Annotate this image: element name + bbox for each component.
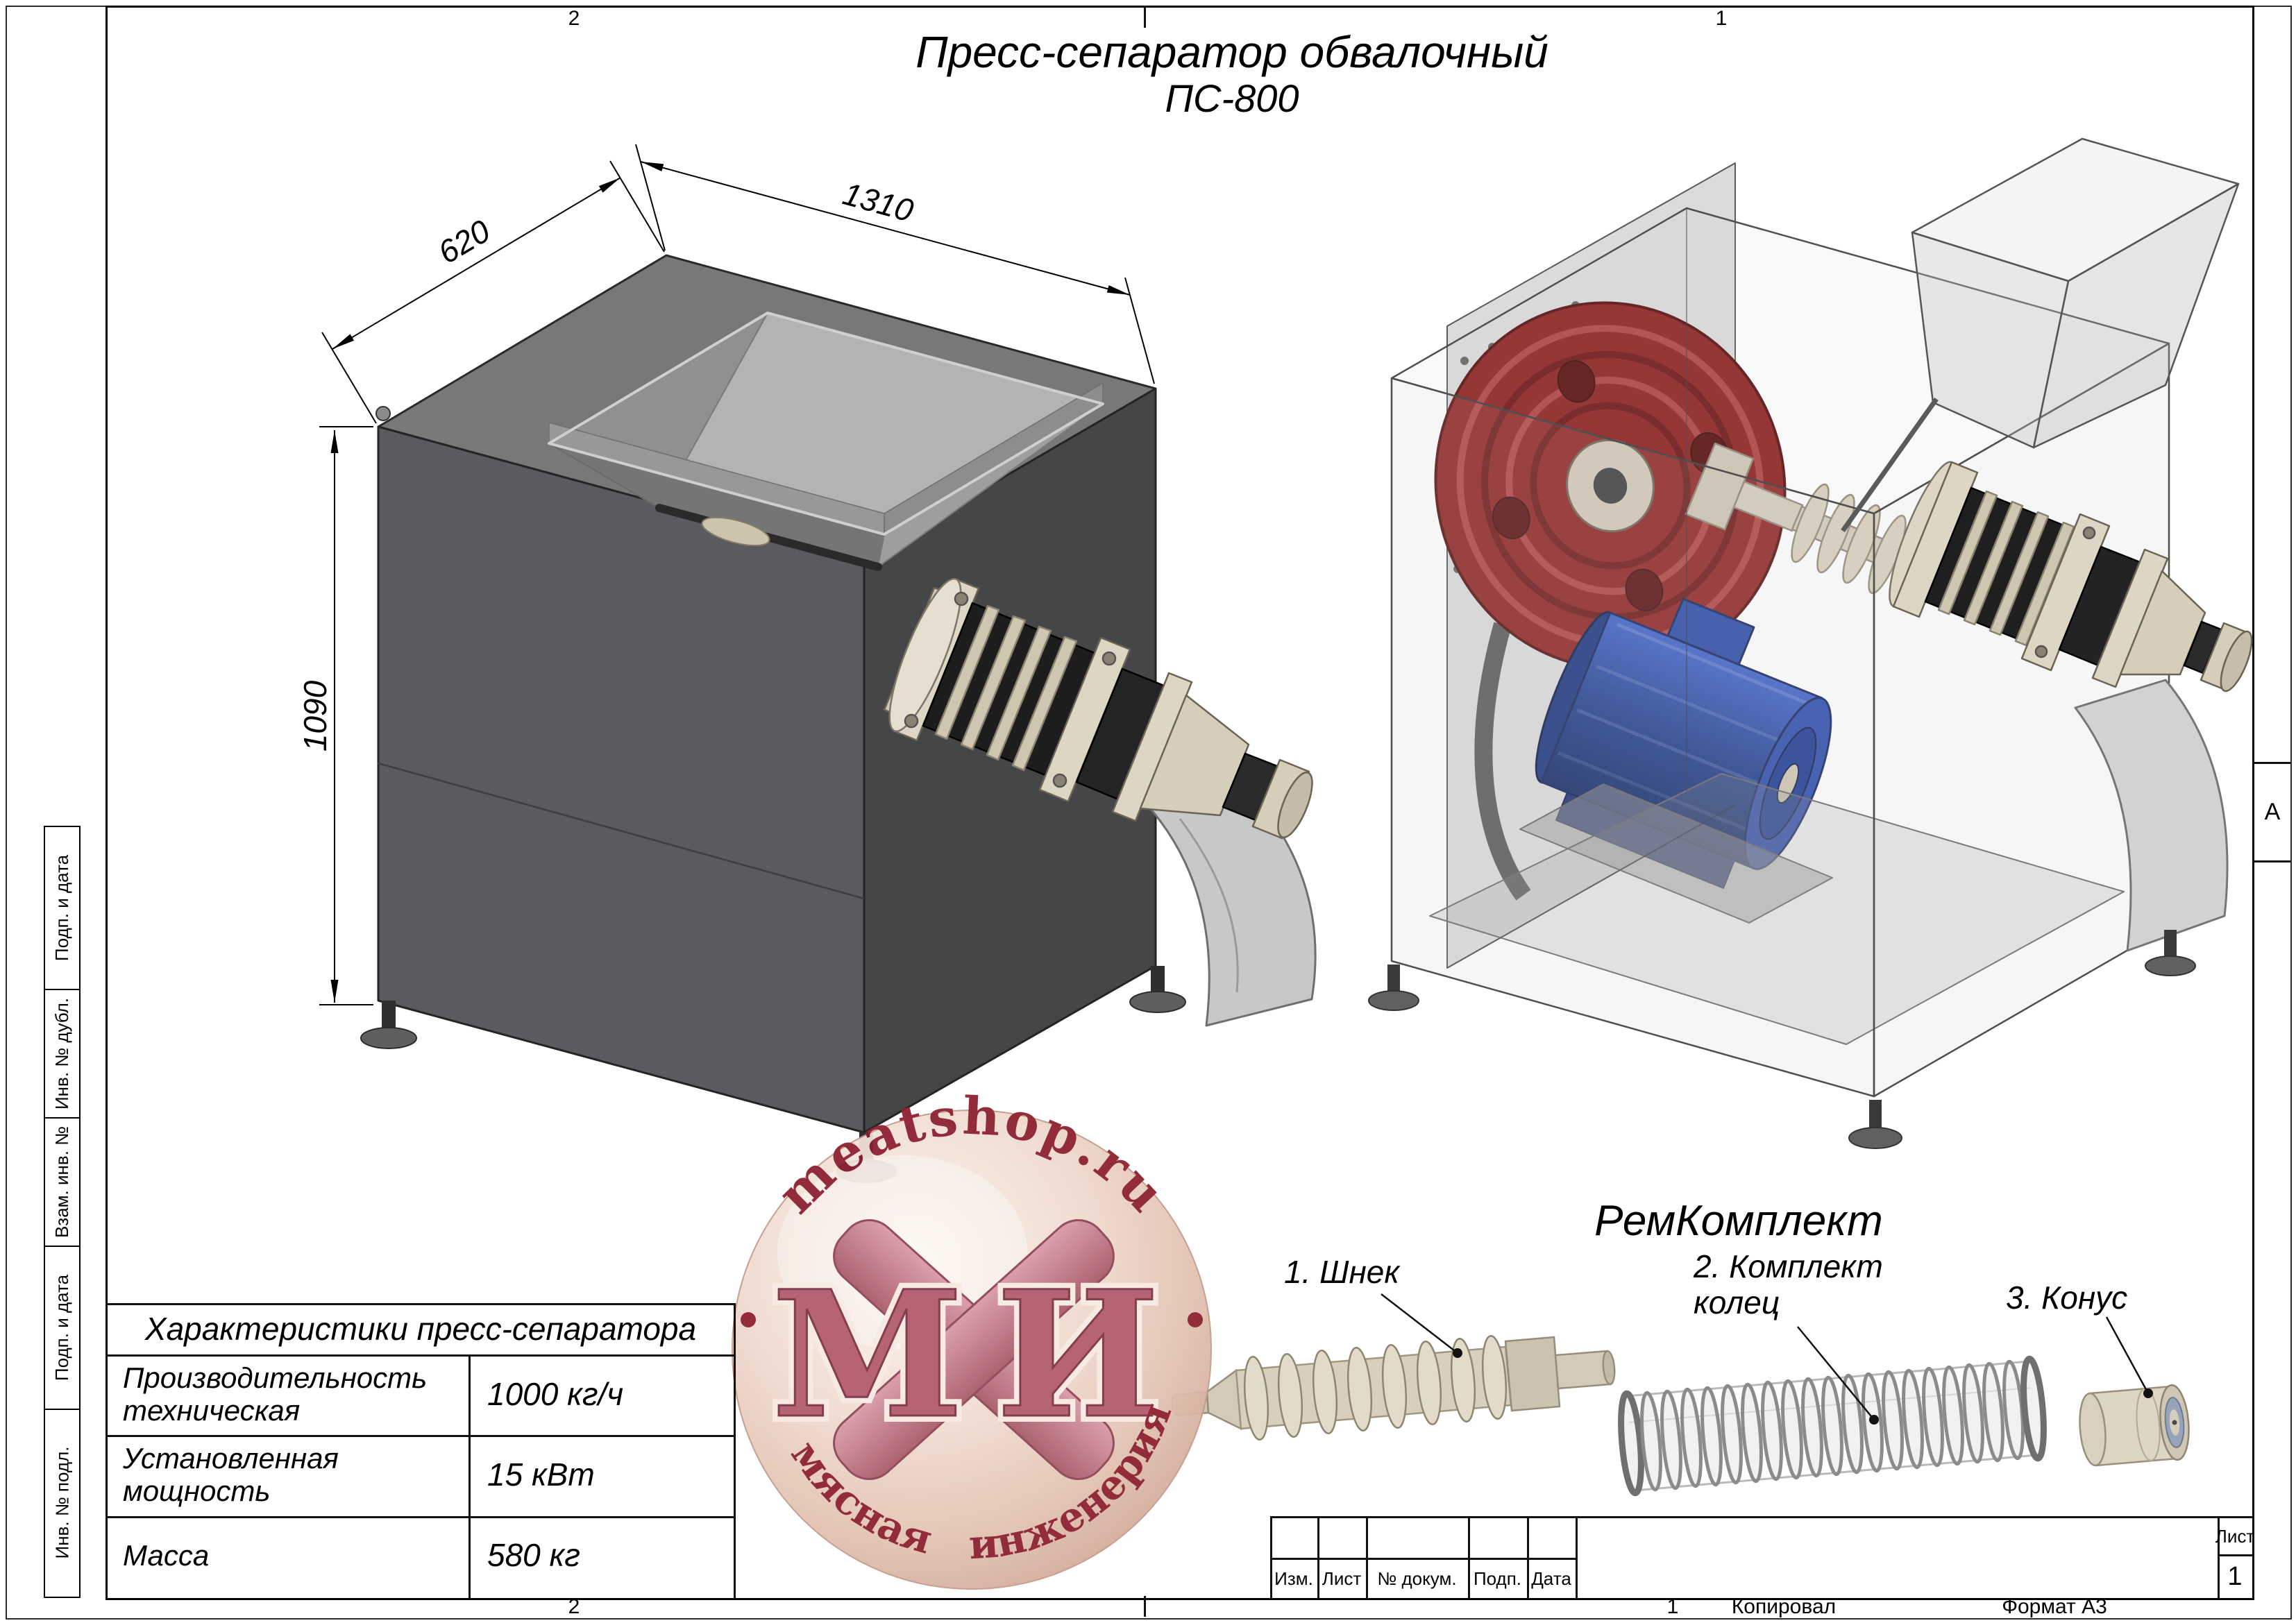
zone-label-top-right: 1 xyxy=(1715,7,1728,31)
auger-part xyxy=(1171,1334,1616,1441)
filing-cell: Инв. № дубл. xyxy=(45,990,79,1119)
row-marker-a: A xyxy=(2264,798,2281,825)
spec-table-title: Характеристики пресс-сепаратора xyxy=(144,1311,697,1348)
title-block-sheet-number: 1 xyxy=(2227,1562,2243,1592)
zone-label-bottom-right: 1 xyxy=(1666,1595,1679,1619)
title-block-line xyxy=(1317,1516,1319,1598)
title-block-line xyxy=(1576,1516,1578,1598)
drive-belt xyxy=(1474,622,1531,901)
spec-row-name: Масса xyxy=(123,1539,210,1572)
left-machine-view xyxy=(360,254,1317,1183)
spec-table-line xyxy=(105,1516,736,1518)
drawing-title-line1: Пресс-сепаратор обвалочный xyxy=(915,27,1548,78)
extruder-head xyxy=(883,577,1313,840)
dimension-lines xyxy=(319,144,1155,1005)
filing-cell: Подп. и дата xyxy=(45,827,79,990)
watermark-dot-left xyxy=(741,1312,756,1327)
spec-row-value: 15 кВт xyxy=(487,1456,595,1493)
watermark-letter-i: И xyxy=(996,1252,1160,1456)
extruder-head-right xyxy=(1889,461,2253,692)
zone-label-top-left: 2 xyxy=(568,7,580,31)
title-block: Изм. Лист № докум. Подп. Дата Лист 1 xyxy=(1270,1516,2255,1598)
machine-feet-right xyxy=(1368,930,2196,1149)
spec-table: Характеристики пресс-сепаратора Производ… xyxy=(105,1303,736,1598)
right-machine-view xyxy=(1368,137,2253,1149)
footer-format: Формат А3 xyxy=(2002,1595,2107,1619)
spec-row-name: Производительность техническая xyxy=(123,1361,428,1427)
hopper-auger-hint xyxy=(701,516,770,547)
watermark-dot-right xyxy=(1188,1312,1203,1327)
title-block-line xyxy=(1270,1516,2252,1518)
part-label-ring-set: 2. Комплект колец xyxy=(1694,1248,1883,1320)
filing-column: Подп. и дата Инв. № дубл. Взам. инв. № П… xyxy=(44,826,81,1598)
spec-table-line xyxy=(469,1354,471,1598)
dim-label-1090: 1090 xyxy=(297,680,334,752)
watermark-ribbon-x xyxy=(833,1219,1115,1480)
watermark-logo: М И М И meatshop.ru мясная инженерия xyxy=(732,1086,1212,1590)
watermark-letter-m-under: М xyxy=(772,1252,964,1456)
filing-cell: Подп. и дата xyxy=(45,1247,79,1410)
title-block-line xyxy=(1270,1558,1578,1560)
part-label-auger: 1. Шнек xyxy=(1284,1254,1400,1290)
title-block-header-data: Дата xyxy=(1531,1567,1571,1589)
drawing-frame xyxy=(105,6,2254,1600)
title-block-line xyxy=(1366,1516,1368,1598)
title-block-header-list: Лист xyxy=(1322,1567,1362,1589)
title-block-line xyxy=(1270,1516,1272,1598)
drawing-title-line2: ПС-800 xyxy=(1165,76,1299,120)
zone-tick-right-1 xyxy=(2252,762,2290,764)
lifting-bolt xyxy=(375,406,391,421)
title-block-line xyxy=(2218,1554,2252,1556)
part-label-cone: 3. Конус xyxy=(2006,1280,2128,1316)
spec-table-line xyxy=(734,1303,736,1598)
spec-row-value: 580 кг xyxy=(487,1537,580,1573)
zone-tick-right-2 xyxy=(2252,860,2290,863)
spec-row-name: Установленная мощность xyxy=(123,1442,339,1508)
title-block-line xyxy=(1468,1516,1470,1598)
ring-set-part xyxy=(1618,1355,2047,1497)
title-block-line xyxy=(2218,1516,2220,1598)
title-block-header-podp: Подп. xyxy=(1473,1567,1522,1589)
motor-base-plate xyxy=(1519,783,1833,924)
footer-copied: Копировал xyxy=(1731,1595,1837,1619)
zone-tick-bottom xyxy=(1144,1596,1146,1617)
title-block-header-doc: № докум. xyxy=(1377,1567,1457,1589)
zone-tick-top xyxy=(1144,6,1146,28)
title-block-sheet-label: Лист xyxy=(2215,1526,2255,1547)
base-platform xyxy=(1429,773,2125,1045)
discharge-chute-right xyxy=(2074,679,2229,952)
hopper-right xyxy=(1841,137,2240,533)
electric-motor xyxy=(1519,597,1833,924)
hopper xyxy=(548,312,1104,571)
pulley xyxy=(1434,301,1787,670)
repair-kit-title: РемКомплект xyxy=(1594,1197,1883,1246)
leader-lines xyxy=(1381,1293,2153,1425)
title-block-header-izm: Изм. xyxy=(1274,1567,1313,1589)
watermark-letter-i-under: И xyxy=(996,1252,1160,1456)
spec-table-line xyxy=(105,1354,736,1357)
watermark-letter-m: М xyxy=(772,1252,964,1456)
spec-table-line xyxy=(105,1303,736,1305)
spec-table-line xyxy=(105,1435,736,1437)
title-block-line xyxy=(1527,1516,1529,1598)
spec-row-value: 1000 кг/ч xyxy=(487,1376,624,1412)
cone-part xyxy=(2079,1384,2190,1467)
zone-label-bottom-left: 2 xyxy=(568,1595,580,1619)
filing-cell: Взам. инв. № xyxy=(45,1119,79,1247)
